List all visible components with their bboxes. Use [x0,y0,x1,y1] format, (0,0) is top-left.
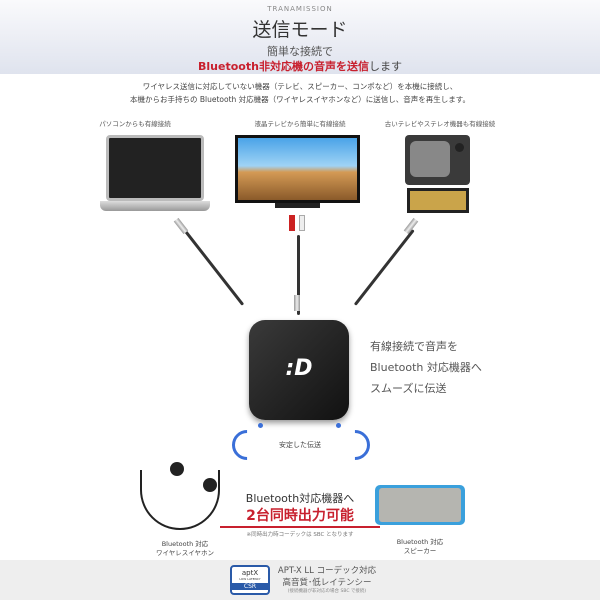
lcd-tv-image [235,135,360,215]
caption-line: Bluetooth 対応 [161,540,209,548]
badge-bottom: CSR [232,583,268,590]
description-line: ワイヤレス送信に対応していない機器（テレビ、スピーカー、コンポなど）を本機に接続… [142,82,458,91]
jack-icon [173,217,189,235]
cable-right [353,229,415,306]
speaker-caption: Bluetooth 対応 スピーカー [380,538,460,556]
badge-sub: LOW LATENCY [239,577,261,581]
mode-subtitle: TRANAMISSION [267,5,333,13]
device-text-line: 有線接続で音声を [370,340,458,353]
codec-info: APT-X LL コーデック対応 高音質･低レイテンシー (接続機器が非対応の場… [272,564,382,594]
signal-dot-left [258,423,263,428]
codec-line: (接続機器が非対応の場合 SBC で接続) [287,589,367,594]
rca-plug-red [289,215,295,231]
speaker-image [375,485,465,525]
device-text-line: Bluetooth 対応機器へ [370,361,482,374]
codec-line: 高音質･低レイテンシー [282,578,372,588]
codec-line: APT-X LL コーデック対応 [277,566,377,576]
caption-line: スピーカー [403,547,437,555]
stereo-image [407,188,469,213]
cable-left [183,229,245,306]
stable-transmission-label: 安定した伝送 [279,441,321,449]
tagline-1: 簡単な接続で [267,45,333,58]
dual-output-headline: Bluetooth対応機器へ [245,492,355,505]
footer-band [0,560,600,600]
description: ワイヤレス送信に対応していない機器（テレビ、スピーカー、コンポなど）を本機に接続… [0,80,600,106]
badge-text: aptX [241,569,259,577]
earbud [170,462,184,476]
rca-plug-white [299,215,305,231]
aptx-badge: aptX LOW LATENCY CSR [230,565,270,595]
source-caption-pc: パソコンからも有線接続 [99,120,171,128]
device-logo: :D [285,356,313,381]
tagline-highlight: Bluetooth非対応機の音声を送信 [198,60,369,73]
dual-output-highlight: 2台同時出力可能 [220,505,380,528]
jack-icon [294,295,300,311]
page-title: 送信モード [252,19,348,41]
source-caption-old-tv: 古いテレビやステレオ機器も有線接続 [384,120,496,128]
transmitter-device: :D [249,320,349,420]
description-line: 本機からお手持ちの Bluetooth 対応機器（ワイヤレスイヤホンなど）に送信… [130,95,470,104]
signal-dot-right [336,423,341,428]
earbud [203,478,217,492]
device-text-line: スムーズに伝送 [370,382,447,395]
codec-note: ※同時出力時コーデックは SBC となります [246,532,354,538]
tagline-2: Bluetooth非対応機の音声を送信します [0,58,600,74]
source-caption-lcd-tv: 液晶テレビから簡単に有線接続 [254,120,346,128]
header-banner [0,0,600,74]
laptop-image [100,135,210,215]
device-description: 有線接続で音声を Bluetooth 対応機器へ スムーズに伝送 [370,336,482,399]
earphone-caption: Bluetooth 対応 ワイヤレスイヤホン [140,540,230,558]
retro-tv-image [405,135,470,185]
tagline-rest: します [368,60,402,73]
cable-center [297,235,300,315]
caption-line: ワイヤレスイヤホン [155,549,215,557]
caption-line: Bluetooth 対応 [396,538,444,546]
